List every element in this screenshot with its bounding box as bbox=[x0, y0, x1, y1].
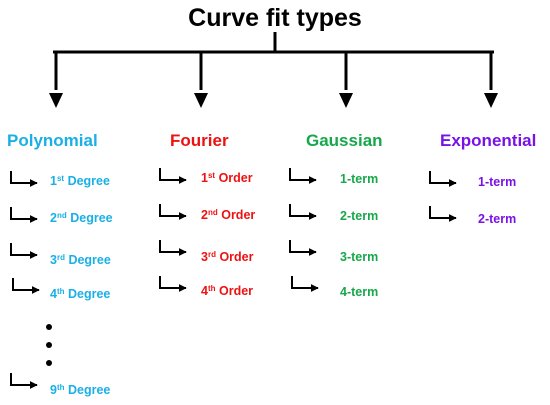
list-item: 2nd Degree bbox=[50, 211, 113, 225]
list-item: 4th Order bbox=[201, 284, 253, 298]
item-suffix: th bbox=[207, 284, 216, 293]
connector-arrow bbox=[10, 373, 38, 389]
item-suffix: st bbox=[56, 174, 65, 183]
item-suffix: rd bbox=[207, 250, 216, 259]
item-word: Degree bbox=[67, 174, 110, 188]
item-word: Degree bbox=[70, 211, 113, 225]
exponential-connectors bbox=[429, 171, 457, 222]
list-item: 1-term bbox=[478, 175, 517, 189]
connector-arrow bbox=[12, 278, 40, 294]
arrowhead-gaussian bbox=[339, 93, 353, 108]
ellipsis-dot bbox=[46, 342, 52, 348]
connector-arrow bbox=[159, 168, 187, 184]
connector-arrow bbox=[429, 206, 457, 222]
connector-arrow bbox=[291, 276, 319, 292]
item-word: Degree bbox=[68, 253, 111, 267]
ellipsis-dot bbox=[46, 324, 52, 330]
item-word: Order bbox=[221, 208, 256, 222]
ellipsis-dot bbox=[46, 360, 52, 366]
category-fourier: Fourier bbox=[170, 131, 229, 150]
list-item: 3rd Degree bbox=[50, 253, 111, 267]
connector-arrow bbox=[159, 240, 187, 256]
item-suffix: th bbox=[56, 383, 65, 392]
list-item: 9th Degree bbox=[50, 383, 110, 397]
connector-arrow bbox=[159, 276, 187, 292]
list-item: 1-term bbox=[340, 172, 379, 186]
list-item: 2-term bbox=[340, 209, 379, 223]
item-number: 3 bbox=[201, 250, 208, 264]
list-item: 3rd Order bbox=[201, 250, 253, 264]
item-suffix: nd bbox=[56, 211, 67, 220]
list-item: 1st Degree bbox=[50, 174, 110, 188]
list-item: 1st Order bbox=[201, 171, 253, 185]
list-item: 3-term bbox=[340, 250, 379, 264]
fourier-connectors bbox=[159, 168, 187, 292]
item-suffix: rd bbox=[56, 253, 65, 262]
connector-arrow bbox=[289, 204, 317, 220]
category-gaussian: Gaussian bbox=[306, 131, 383, 150]
item-number: 3 bbox=[50, 253, 57, 267]
arrowhead-exponential bbox=[484, 93, 498, 108]
item-number: 1 bbox=[50, 174, 57, 188]
arrowhead-fourier bbox=[194, 93, 208, 108]
category-exponential: Exponential bbox=[440, 131, 537, 150]
list-item: 2-term bbox=[478, 212, 517, 226]
item-number: 1 bbox=[201, 171, 208, 185]
arrowhead-polynomial bbox=[49, 93, 63, 108]
item-number: 9 bbox=[50, 383, 57, 397]
connector-arrow bbox=[289, 168, 317, 184]
item-number: 4 bbox=[201, 284, 208, 298]
connector-arrow bbox=[429, 171, 457, 187]
category-polynomial: Polynomial bbox=[7, 131, 98, 150]
item-number: 2 bbox=[50, 211, 57, 225]
connector-arrow bbox=[10, 207, 38, 223]
item-word: Order bbox=[219, 284, 254, 298]
item-word: Order bbox=[219, 250, 254, 264]
diagram-title: Curve fit types bbox=[188, 4, 362, 32]
list-item: 2nd Order bbox=[201, 208, 255, 222]
item-number: 4 bbox=[50, 287, 57, 301]
item-suffix: th bbox=[56, 287, 65, 296]
item-number: 2 bbox=[201, 208, 208, 222]
item-suffix: nd bbox=[207, 208, 218, 217]
gaussian-connectors bbox=[289, 168, 319, 292]
polynomial-connectors bbox=[10, 171, 40, 389]
connector-arrow bbox=[159, 204, 187, 220]
item-word: Order bbox=[218, 171, 253, 185]
item-suffix: st bbox=[207, 171, 216, 180]
connector-arrow bbox=[10, 171, 38, 187]
list-item: 4th Degree bbox=[50, 287, 110, 301]
connector-arrow bbox=[289, 240, 317, 256]
list-item: 4-term bbox=[340, 285, 379, 299]
item-word: Degree bbox=[68, 287, 111, 301]
connector-arrow bbox=[10, 243, 38, 259]
item-word: Degree bbox=[68, 383, 111, 397]
